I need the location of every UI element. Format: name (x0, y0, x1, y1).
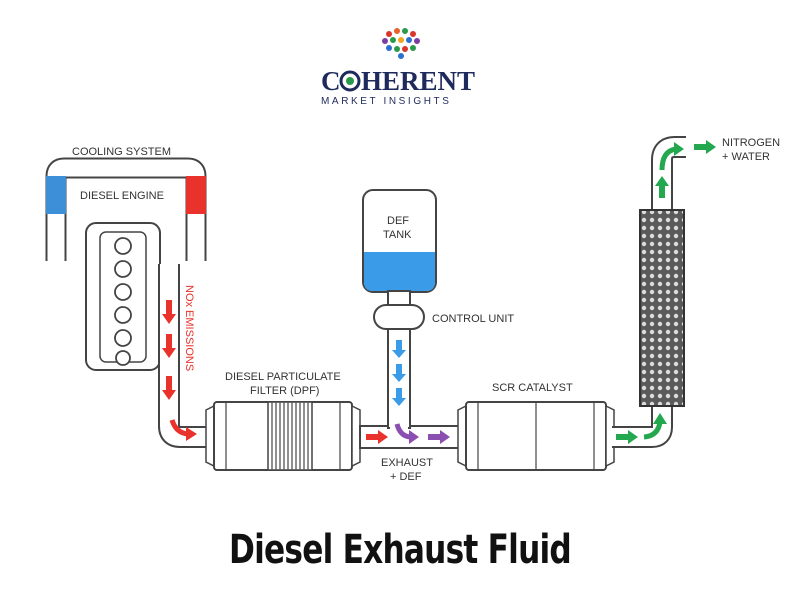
exhaust-pipe-engine (158, 264, 210, 448)
arrow-right-icon (428, 430, 450, 444)
brand-name-end: HERENT (361, 66, 475, 96)
def-flow-arrows (392, 340, 406, 406)
def-tank-label-line2: TANK (383, 229, 412, 241)
arrow-down-icon (392, 388, 406, 406)
cooling-system-loop (45, 157, 207, 261)
brand-globe-icon (339, 70, 361, 92)
diesel-particulate-filter (205, 401, 361, 471)
cooling-system-label: COOLING SYSTEM (72, 146, 171, 158)
arrow-right-icon (616, 430, 638, 444)
def-tank-label-line1: DEF (387, 215, 409, 227)
arrow-right-icon (694, 140, 716, 154)
exhaust-label-line2: + DEF (390, 471, 422, 483)
cylinder-icon (114, 260, 132, 278)
coolant-cold-segment (46, 176, 66, 214)
arrow-down-icon (392, 340, 406, 358)
coolant-hot-segment (186, 176, 206, 214)
cylinder-icon (115, 350, 131, 366)
dpf-label-line2: FILTER (DPF) (250, 385, 319, 397)
diesel-engine (85, 222, 161, 371)
def-tank (362, 189, 437, 306)
arrow-down-icon (162, 300, 176, 324)
cylinder-icon (114, 306, 132, 324)
output-label-line1: NITROGEN (722, 137, 780, 149)
scr-catalyst-label: SCR CATALYST (492, 382, 573, 394)
control-unit-label: CONTROL UNIT (432, 313, 514, 325)
mixing-pipe (359, 311, 461, 449)
control-unit (373, 304, 425, 330)
exhaust-label-line1: EXHAUST (381, 457, 433, 469)
output-label-line2: + WATER (722, 151, 770, 163)
arrow-down-icon (162, 376, 176, 400)
arrow-curve-icon (643, 413, 667, 440)
arrow-curve-icon (659, 142, 684, 171)
dpf-label-line1: DIESEL PARTICULATE (225, 371, 341, 383)
nox-emissions-label: NOx EMISSIONS (183, 285, 195, 371)
page-title: Diesel Exhaust Fluid (229, 527, 572, 573)
brand-name-start: C (321, 66, 341, 96)
nox-flow-arrows (162, 300, 197, 441)
mixed-flow-arrows (394, 423, 450, 444)
arrow-up-icon (655, 176, 669, 198)
brand-tagline: MARKET INSIGHTS (321, 96, 452, 107)
tailpipe (612, 136, 686, 448)
cylinder-icon (114, 283, 132, 301)
exhaust-flow-arrow (366, 430, 388, 444)
scr-catalyst (457, 401, 615, 471)
arrow-curve-icon (394, 423, 419, 444)
arrow-down-icon (162, 334, 176, 358)
logo-icon (382, 28, 420, 59)
diesel-engine-label: DIESEL ENGINE (80, 190, 164, 202)
arrow-curve-icon (169, 419, 197, 441)
arrow-down-icon (392, 364, 406, 382)
cylinder-icon (114, 237, 132, 255)
cylinder-icon (114, 329, 132, 347)
arrow-right-icon (378, 430, 388, 444)
muffler (639, 209, 685, 407)
clean-flow-arrows (616, 140, 716, 444)
